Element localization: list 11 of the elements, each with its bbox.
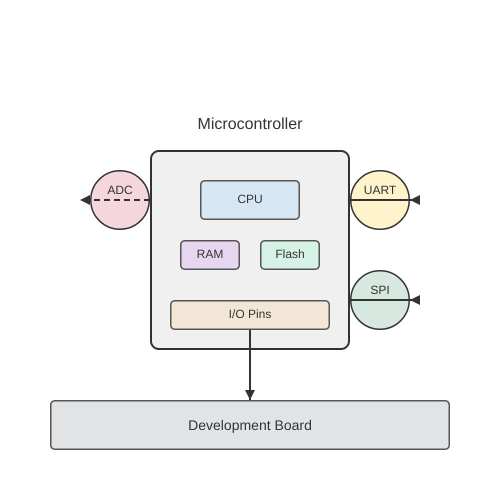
peripheral-label: UART bbox=[364, 184, 396, 198]
component-label: Flash bbox=[275, 248, 305, 262]
component-label: I/O Pins bbox=[228, 308, 272, 322]
board-label: Development Board bbox=[188, 416, 312, 434]
component-label: CPU bbox=[237, 193, 263, 207]
peripheral-label: ADC bbox=[107, 184, 133, 198]
arrow bbox=[245, 330, 255, 400]
arrow bbox=[350, 195, 421, 205]
peripheral-label: SPI bbox=[370, 284, 390, 298]
component-label: RAM bbox=[196, 248, 224, 262]
container-title: Microcontroller bbox=[198, 116, 302, 134]
